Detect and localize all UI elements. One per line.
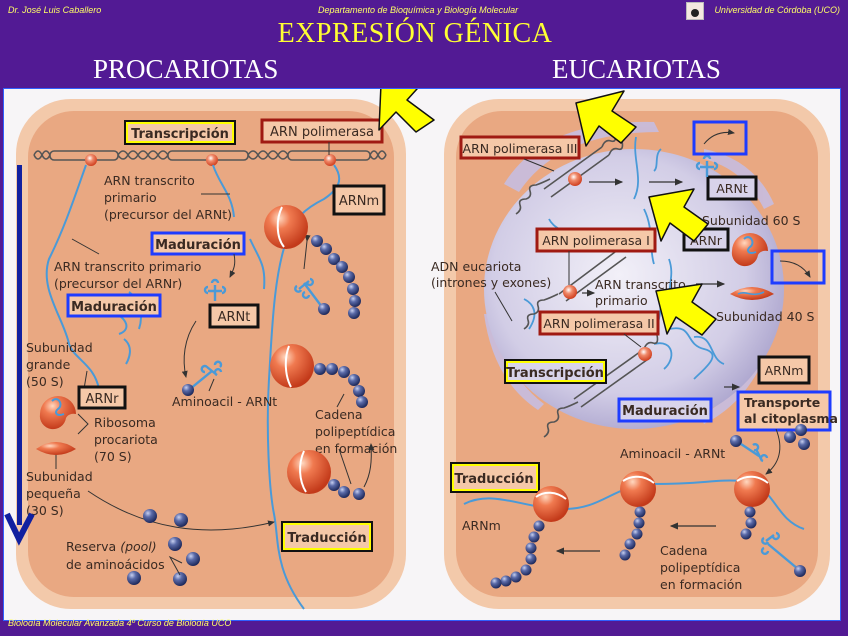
department-name: Departamento de Bioquímica y Biología Mo… bbox=[318, 5, 519, 15]
euk-arnt-box: ARNt bbox=[706, 175, 758, 201]
arnr-label: ARNr bbox=[86, 392, 120, 407]
polypeptide-chain bbox=[314, 363, 368, 408]
aminoacyl-trna-label: Aminoacil - ARNt bbox=[172, 394, 277, 409]
prok-arnr-box: ARNr bbox=[77, 385, 127, 410]
polypeptide-chain-label: Cadena polipeptídica en formación bbox=[315, 407, 399, 456]
polypeptide-chain bbox=[490, 520, 545, 589]
prok-arnm-box: ARNm bbox=[332, 184, 386, 216]
slide-title: EXPRESIÓN GÉNICA bbox=[277, 18, 553, 49]
footer-course-label: Biología Molecular Avanzada 4º Curso de … bbox=[8, 619, 232, 626]
eukaryotic-dna-label: ADN eucariota (intrones y exones) bbox=[431, 259, 551, 290]
arnt-label: ARNt bbox=[218, 310, 251, 325]
gene-expression-diagram: Transcripción ARN polimerasa ARNm ARN tr… bbox=[4, 89, 838, 610]
ribosome-icon bbox=[734, 471, 770, 507]
aminoacyl-trna-icon bbox=[760, 531, 806, 577]
amino-acid-pool bbox=[127, 509, 200, 586]
prok-translation-box: Traducción bbox=[281, 521, 373, 552]
university-name: Universidad de Córdoba (UCO) bbox=[714, 5, 840, 15]
prok-maturation-box-2: Maduración bbox=[66, 293, 162, 318]
subunit-40s-label: Subunidad 40 S bbox=[716, 309, 814, 324]
amino-acid-group bbox=[784, 424, 810, 450]
highlight-arrow-icon bbox=[648, 188, 709, 242]
polymerase-label: ARN polimerasa bbox=[270, 125, 374, 140]
subunit-40s-icon bbox=[730, 287, 774, 300]
euk-arnm-box: ARNm bbox=[757, 355, 811, 385]
pol3-box: ARN polimerasa III bbox=[459, 135, 581, 160]
pol3-label: ARN polimerasa III bbox=[463, 141, 578, 156]
trna-icon bbox=[203, 278, 227, 301]
small-subunit-label: Subunidad pequeña (30 S) bbox=[26, 469, 97, 518]
large-subunit-label: Subunidad grande (50 S) bbox=[26, 340, 97, 389]
ribosome-icon bbox=[270, 344, 314, 388]
prokaryote-heading: PROCARIOTAS bbox=[93, 54, 279, 84]
transport-label: Transporte al citoplasma bbox=[744, 395, 838, 426]
university-crest-icon bbox=[686, 2, 704, 20]
maturation-label: Maduración bbox=[71, 300, 157, 315]
arnt-label: ARNt bbox=[716, 181, 748, 196]
export-box-middle bbox=[770, 249, 826, 285]
ribosome-icon bbox=[264, 205, 308, 249]
prok-maturation-box-1: Maduración bbox=[150, 231, 246, 256]
trna-precursor-label: ARN transcrito primario (precursor del A… bbox=[104, 173, 232, 222]
aminoacyl-trna-icon bbox=[189, 360, 223, 390]
rna-polymerase-icon bbox=[324, 154, 336, 166]
polypeptide-chain bbox=[740, 506, 757, 540]
transcription-label: Transcripción bbox=[131, 127, 229, 142]
rrna-precursor-label: ARN transcrito primario (precursor del A… bbox=[54, 259, 205, 291]
subunit-60s-icon bbox=[731, 233, 768, 267]
flow-down-arrow-icon bbox=[4, 165, 35, 546]
prok-polymerase-box: ARN polimerasa bbox=[260, 118, 384, 144]
rna-polymerase-icon bbox=[568, 172, 582, 186]
mrna-label: ARNm bbox=[462, 518, 501, 533]
ribosome-label: Ribosoma procariota (70 S) bbox=[94, 415, 162, 464]
maturation-label: Maduración bbox=[155, 238, 241, 253]
ribosome-icon bbox=[620, 471, 656, 507]
rna-polymerase-icon bbox=[206, 154, 218, 166]
maturation-label: Maduración bbox=[622, 404, 708, 419]
small-subunit-icon bbox=[36, 442, 76, 455]
arnm-label: ARNm bbox=[765, 363, 804, 378]
aminoacyl-trna-label: Aminoacil - ARNt bbox=[620, 446, 725, 461]
pol1-box: ARN polimerasa I bbox=[535, 227, 657, 253]
amino-acid-pool-label: Reserva (pool) de aminoácidos bbox=[66, 539, 165, 572]
polypeptide-chain-label: Cadena polipeptídica en formación bbox=[660, 543, 744, 592]
highlight-arrow-icon bbox=[575, 90, 637, 147]
rna-polymerase-icon bbox=[563, 285, 577, 299]
amino-acid-icon bbox=[318, 303, 330, 315]
diagram-panel: Transcripción ARN polimerasa ARNm ARN tr… bbox=[3, 88, 841, 621]
polypeptide-chain bbox=[619, 506, 646, 561]
translation-label: Traducción bbox=[287, 531, 366, 546]
aminoacyl-trna-icon bbox=[730, 435, 769, 463]
trna-icon bbox=[695, 154, 719, 177]
polypeptide-chain bbox=[311, 235, 361, 319]
euk-transcription-box: Transcripción bbox=[504, 359, 607, 384]
ribosome-icon bbox=[287, 450, 331, 494]
trna-icon bbox=[294, 277, 323, 308]
author-name: Dr. José Luis Caballero bbox=[8, 5, 102, 15]
large-subunit-icon bbox=[39, 396, 76, 430]
amino-acid-icon bbox=[182, 384, 194, 396]
subunit-60s-label: Subunidad 60 S bbox=[702, 213, 800, 228]
transcription-label: Transcripción bbox=[506, 366, 604, 381]
euk-maturation-box: Maduración bbox=[617, 397, 713, 423]
pol1-label: ARN polimerasa I bbox=[542, 233, 650, 248]
rna-polymerase-icon bbox=[85, 154, 97, 166]
highlight-arrow-icon bbox=[655, 283, 717, 336]
eukaryote-heading: EUCARIOTAS bbox=[552, 54, 721, 84]
arnm-label: ARNm bbox=[339, 194, 379, 209]
pol2-box: ARN polimerasa II bbox=[538, 310, 660, 336]
rna-polymerase-icon bbox=[638, 347, 652, 361]
primary-transcript-label: ARN transcrito primario bbox=[595, 277, 690, 308]
transport-box: Transporte al citoplasma bbox=[736, 390, 838, 432]
prok-arnt-box: ARNt bbox=[208, 303, 260, 329]
euk-translation-box: Traducción bbox=[450, 462, 540, 493]
prok-transcription-box: Transcripción bbox=[124, 120, 236, 145]
highlight-arrow-icon bbox=[378, 89, 435, 133]
polypeptide-chain bbox=[328, 479, 365, 500]
pol2-label: ARN polimerasa II bbox=[543, 316, 654, 331]
export-box-top bbox=[692, 120, 748, 156]
ribosome-icon bbox=[533, 486, 569, 522]
translation-label: Traducción bbox=[454, 472, 533, 487]
chain-arrows bbox=[555, 522, 716, 555]
